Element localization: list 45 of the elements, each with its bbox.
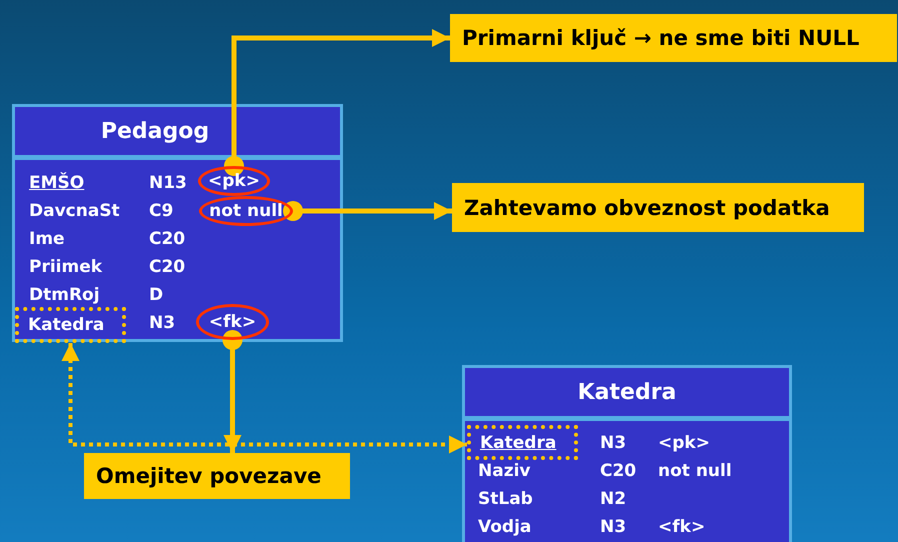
callout-text: Primarni ključ → ne sme biti NULL xyxy=(462,27,860,49)
constraint-text: not null xyxy=(658,460,732,482)
data-type: N2 xyxy=(600,488,626,510)
constraint-text: <fk> xyxy=(208,311,258,333)
constraint-text: <pk> xyxy=(658,432,710,454)
dotted-arrow xyxy=(62,343,467,454)
callout-box xyxy=(84,453,350,499)
data-type: N3 xyxy=(149,312,176,334)
constraint-text: not null xyxy=(208,200,284,222)
data-type: N13 xyxy=(149,172,187,194)
highlight-ellipse xyxy=(199,196,293,226)
field-name: Vodja xyxy=(478,516,532,538)
table-box xyxy=(462,365,792,542)
field-name: Katedra xyxy=(480,432,556,454)
data-type: C20 xyxy=(149,256,186,278)
field-name: Priimek xyxy=(29,256,102,278)
data-type: N3 xyxy=(600,432,626,454)
highlight-ellipse xyxy=(198,166,270,196)
leader-arrow xyxy=(283,201,452,221)
field-name: Katedra xyxy=(28,314,104,336)
callout-text: Omejitev povezave xyxy=(96,465,322,487)
field-name: DtmRoj xyxy=(29,284,100,306)
leader-arrow xyxy=(222,330,242,453)
data-type: N3 xyxy=(600,516,626,538)
callout-box xyxy=(450,14,897,62)
leader-arrow xyxy=(224,29,450,176)
highlight-frame xyxy=(15,307,126,343)
data-type: C20 xyxy=(149,228,186,250)
table-box xyxy=(12,104,343,342)
callout-box xyxy=(452,183,864,232)
constraint-text: <fk> xyxy=(658,516,706,538)
field-name: StLab xyxy=(478,488,533,510)
table-title: Pedagog xyxy=(100,119,210,145)
field-name: DavcnaSt xyxy=(29,200,120,222)
data-type: C9 xyxy=(149,200,174,222)
highlight-ellipse xyxy=(196,304,269,340)
highlight-frame xyxy=(467,425,578,460)
data-type: C20 xyxy=(600,460,636,482)
data-type: D xyxy=(149,284,164,306)
table-title: Katedra xyxy=(576,380,678,406)
constraint-text: <pk> xyxy=(207,170,261,192)
callout-text: Zahtevamo obveznost podatka xyxy=(464,196,830,218)
field-name: Naziv xyxy=(478,460,531,482)
field-name: Ime xyxy=(29,228,65,250)
field-name: EMŠO xyxy=(29,172,84,194)
